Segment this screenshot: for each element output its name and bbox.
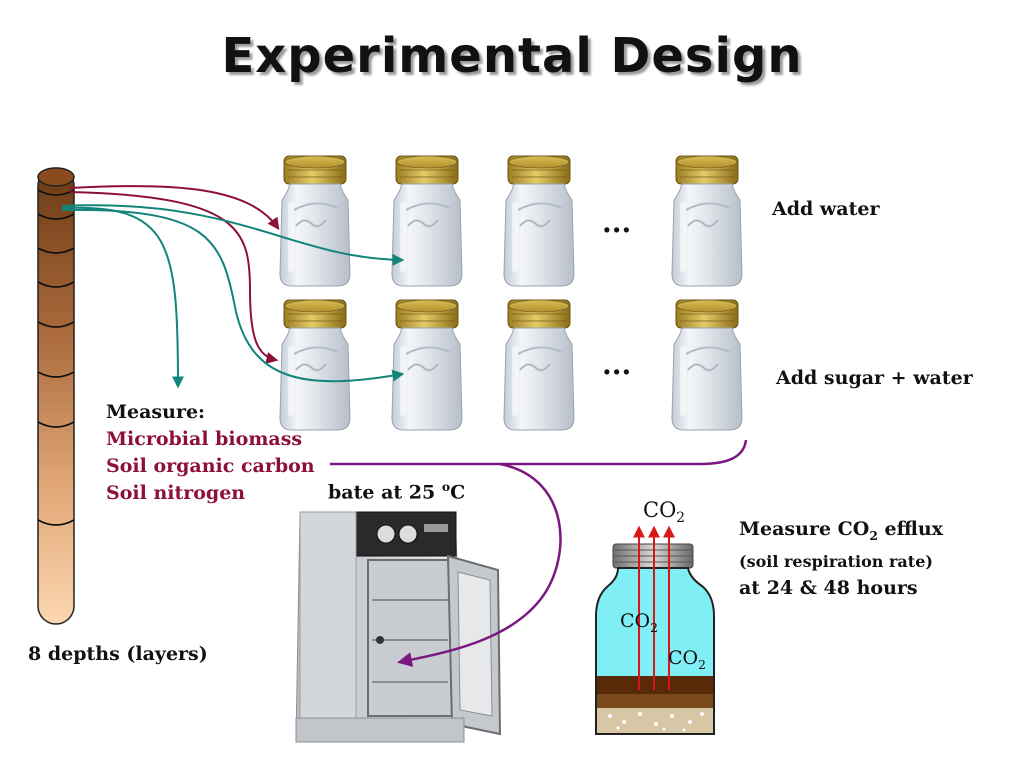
co2-top-label: CO2 xyxy=(643,498,685,527)
efflux-heading: Measure CO2 efflux xyxy=(739,518,943,543)
arrow-layer-to-sugar-jar xyxy=(69,191,279,364)
efflux-times: at 24 & 48 hours xyxy=(739,576,918,599)
incubate-label: bate at 25 oC xyxy=(328,479,466,504)
incubator-oven xyxy=(295,511,502,743)
jar xyxy=(671,155,743,287)
depths-label: 8 depths (layers) xyxy=(28,643,208,665)
ellipsis-bottom: ... xyxy=(602,348,632,381)
bracket-line xyxy=(330,439,748,466)
arrow-layer-to-water-jar xyxy=(69,185,280,230)
measure-item-soil-organic-carbon: Soil organic carbon xyxy=(106,455,315,477)
jar xyxy=(391,155,463,287)
ellipsis-top: ... xyxy=(602,206,632,239)
jar-row-water xyxy=(279,155,743,287)
jar-row-sugar xyxy=(279,299,743,431)
measure-item-microbial-biomass: Microbial biomass xyxy=(106,428,303,450)
page-title: Experimental Design xyxy=(221,28,803,84)
arrow-layer2-to-sugar-jar xyxy=(61,208,405,383)
jar xyxy=(671,299,743,431)
add-sugar-water-label: Add sugar + water xyxy=(776,367,973,389)
co2-low-label: CO2 xyxy=(668,647,706,672)
efflux-block: Measure CO2 efflux (soil respiration rat… xyxy=(739,516,943,601)
efflux-note: (soil respiration rate) xyxy=(739,551,933,571)
co2-mid-label: CO2 xyxy=(620,610,658,635)
jar xyxy=(503,299,575,431)
add-water-label: Add water xyxy=(772,198,880,220)
jar xyxy=(391,299,463,431)
jar xyxy=(503,155,575,287)
arrow-layer-to-measure xyxy=(61,206,184,389)
soil-core xyxy=(37,167,75,625)
arrow-to-incubator xyxy=(397,462,562,668)
measure-block: Measure: Microbial biomass Soil organic … xyxy=(106,399,315,507)
measure-item-soil-nitrogen: Soil nitrogen xyxy=(106,482,246,504)
jar xyxy=(279,155,351,287)
measure-heading: Measure: xyxy=(106,401,206,423)
arrow-layer2-to-water-jar xyxy=(61,204,405,266)
